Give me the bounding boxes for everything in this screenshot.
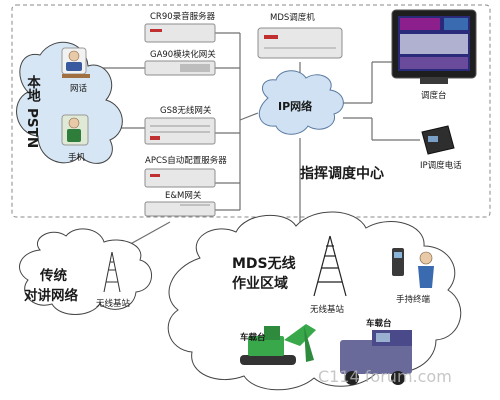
device-em-label: E&M网关 — [165, 190, 202, 201]
mds-station-label: 无线基站 — [310, 304, 345, 315]
device-gs8-label: GS8无线网关 — [160, 105, 212, 116]
legacy-station-label: 无线基站 — [96, 298, 131, 309]
excavator-vehicle-label: 车载台 — [240, 332, 266, 343]
device-ga90: GA90模块化网关 — [144, 49, 216, 76]
desk-phone-user-icon — [61, 47, 90, 78]
truck-icon — [340, 330, 412, 385]
device-gs8-body — [144, 117, 216, 145]
ip-cloud-shape — [258, 70, 344, 135]
pstn-cloud: 本地 PSTN 网话 手机 — [16, 41, 123, 164]
mds-dispatcher-body — [257, 27, 343, 59]
device-em-body — [144, 201, 216, 217]
command-center-title: 指挥调度中心 — [300, 165, 384, 182]
device-apcs-label: APCS自动配置服务器 — [145, 155, 227, 166]
legacy-cloud-label-2: 对讲网络 — [24, 287, 78, 304]
handheld-terminal-icon — [392, 248, 434, 288]
pstn-label-local: 本地 — [24, 74, 41, 104]
truck-vehicle-label: 车载台 — [366, 318, 392, 329]
device-em: E&M网关 — [144, 190, 216, 217]
device-cr90-body — [144, 23, 216, 43]
device-cr90: CR90录音服务器 — [144, 11, 216, 43]
legacy-cloud-shape — [18, 228, 152, 315]
bus-to-ip — [239, 112, 259, 121]
legacy-tower-icon — [103, 251, 121, 293]
mobile-label: 手机 — [68, 152, 86, 163]
command-center-boundary — [11, 4, 491, 218]
device-apcs: APCS自动配置服务器 — [144, 155, 227, 188]
desk-phone-label: 网话 — [70, 83, 88, 94]
ip-phone-label: IP调度电话 — [420, 160, 462, 171]
mds-tower-icon — [313, 235, 347, 297]
device-apcs-body — [144, 168, 216, 188]
watermark-text: C114 forum.com — [318, 367, 452, 386]
mds-dispatcher: MDS调度机 — [257, 12, 343, 59]
device-ga90-label: GA90模块化网关 — [150, 49, 216, 60]
excavator-icon — [240, 324, 316, 365]
mds-dispatcher-label: MDS调度机 — [270, 12, 315, 23]
ip-network-cloud: IP网络 — [258, 70, 344, 135]
dispatch-console-label: 调度台 — [421, 90, 447, 101]
mds-cloud-label-2: 作业区域 — [232, 275, 288, 292]
mds-wireless-cloud: MDS无线 作业区域 无线基站 手持终端 车载台 — [167, 211, 462, 391]
handheld-label: 手持终端 — [396, 294, 431, 305]
legacy-radio-cloud: 传统 对讲网络 无线基站 — [18, 228, 152, 315]
device-gs8: GS8无线网关 — [144, 105, 216, 145]
pstn-label-pstn: PSTN — [24, 108, 40, 148]
mobile-user-icon — [61, 114, 89, 146]
ip-dispatch-phone: IP调度电话 — [420, 125, 462, 171]
legacy-cloud-label-1: 传统 — [39, 267, 67, 284]
device-cr90-label: CR90录音服务器 — [150, 11, 216, 22]
mds-cloud-label-1: MDS无线 — [232, 255, 296, 272]
pstn-cloud-shape — [16, 41, 123, 164]
ip-cloud-label: IP网络 — [278, 99, 312, 113]
dispatch-console: 调度台 — [391, 9, 477, 101]
